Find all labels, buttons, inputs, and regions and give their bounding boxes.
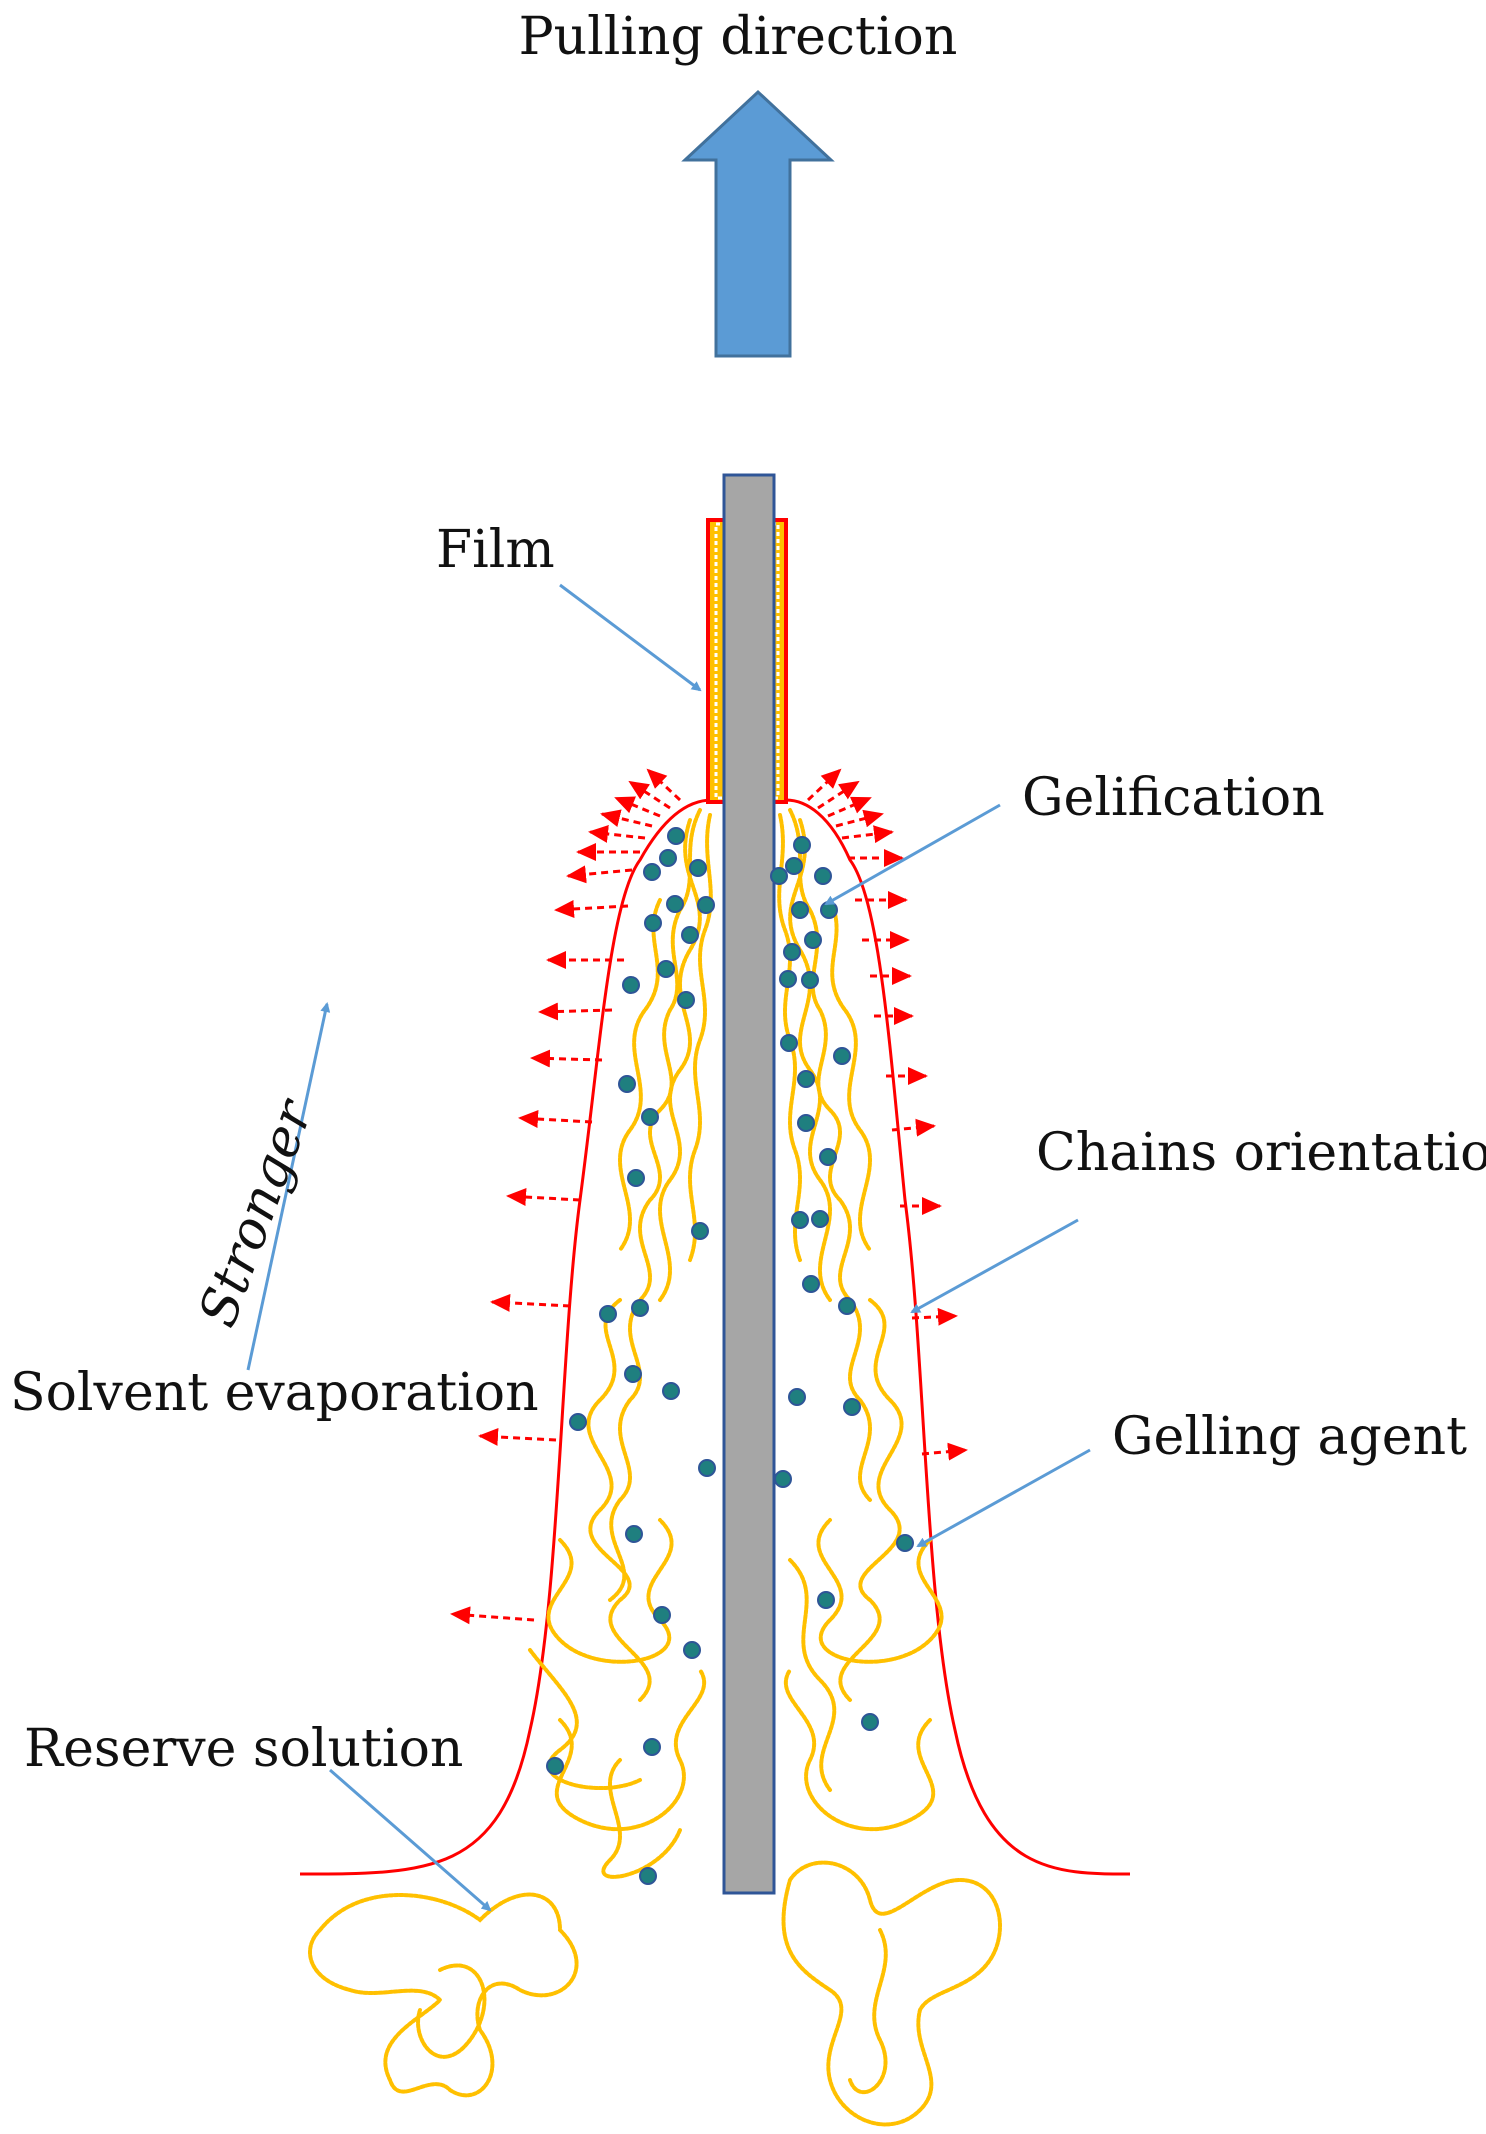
reserve-solution-pointer — [329, 1768, 492, 1912]
label-gelling-agent: Gelling agent — [1112, 1407, 1467, 1467]
pulling-direction-arrow — [681, 89, 835, 358]
polymer-chains — [308, 808, 1002, 2127]
gelification-pointer — [824, 803, 1001, 906]
substrate-plate — [722, 473, 776, 1895]
label-pulling-direction: Pulling direction — [519, 7, 958, 67]
pointer-lines — [246, 583, 1091, 1912]
label-stronger: Stronger — [188, 1090, 326, 1334]
meniscus-outline — [299, 798, 1131, 1876]
gelling-agent-pointer — [916, 1448, 1091, 1548]
label-gelification: Gelification — [1022, 768, 1325, 828]
label-reserve-solution: Reserve solution — [24, 1719, 463, 1779]
stronger-arrow — [246, 1002, 331, 1371]
label-solvent-evaporation: Solvent evaporation — [10, 1363, 539, 1423]
label-film: Film — [436, 520, 555, 580]
chains-orientation-pointer — [910, 1218, 1079, 1314]
gelling-agent-particles — [546, 827, 914, 1885]
label-chains-orientation: Chains orientation — [1036, 1123, 1486, 1183]
film-pointer — [559, 583, 702, 692]
solvent-evaporation-arrows — [450, 768, 968, 1625]
